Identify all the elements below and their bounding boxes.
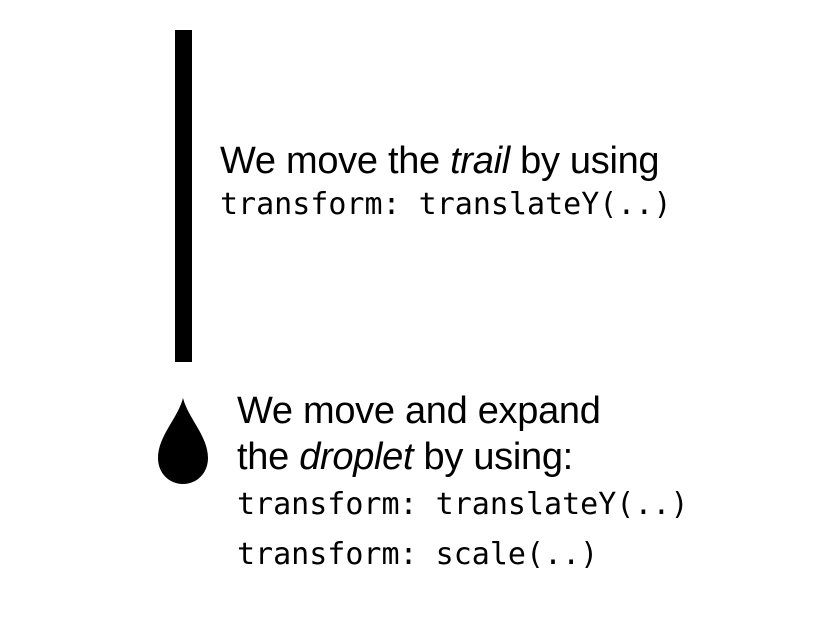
droplet-heading-line-1: We move and expand (237, 390, 601, 432)
droplet-heading-emphasis: droplet (299, 436, 414, 478)
trail-bar-shape (175, 30, 192, 362)
trail-heading-after: by using (509, 140, 660, 182)
trail-heading-emphasis: trail (450, 140, 510, 182)
trail-heading-before: We move the (220, 140, 451, 182)
droplet-shape (158, 398, 208, 484)
trail-code-line: transform: translateY(..) (220, 187, 672, 222)
droplet-code-line-2: transform: scale(..) (237, 537, 599, 572)
droplet-heading-after: by using: (413, 436, 574, 478)
trail-description: We move the trail by using transform: tr… (220, 138, 672, 230)
trail-heading: We move the trail by using (220, 138, 672, 184)
droplet-icon (158, 398, 208, 484)
droplet-heading-line-2: the droplet by using: (237, 434, 689, 480)
droplet-code-line-1: transform: translateY(..) (237, 487, 689, 522)
droplet-heading-before: the (237, 436, 300, 478)
droplet-description: We move and expand the droplet by using:… (237, 388, 689, 580)
